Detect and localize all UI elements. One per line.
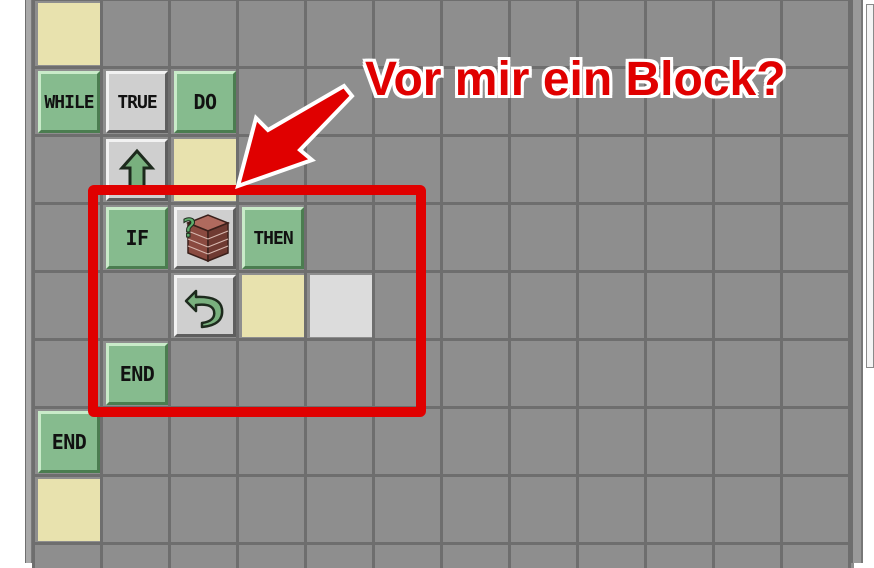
while-block[interactable]: WHILE [38,71,100,133]
end-while-block[interactable]: END [38,411,100,473]
selected-slot[interactable] [310,275,372,337]
code-grid[interactable] [32,0,854,568]
if-label: IF [125,226,149,250]
end-while-label: END [51,430,87,454]
do-block[interactable]: DO [174,71,236,133]
empty-slot[interactable] [38,3,100,65]
grid-right-edge [850,0,861,563]
true-block[interactable]: TRUE [106,71,168,133]
then-block[interactable]: THEN [242,207,304,269]
annotation-text: Vor mir ein Block? [365,53,786,106]
window-left-border [25,0,32,563]
end-if-block[interactable]: END [106,343,168,405]
then-label: THEN [253,227,293,249]
empty-slot[interactable] [242,275,304,337]
end-if-label: END [119,362,155,386]
block-ahead-condition[interactable]: ? [174,207,236,269]
if-block[interactable]: IF [106,207,168,269]
turn-left-arrow-icon [182,283,228,329]
highlight-box [88,185,426,417]
true-label: TRUE [117,91,157,113]
turn-left-block[interactable] [174,275,236,337]
brick-block-question-icon: ? [178,211,232,265]
while-label: WHILE [44,91,94,113]
do-label: DO [193,90,217,114]
svg-text:?: ? [181,214,196,244]
window-left-margin [0,0,25,563]
empty-slot[interactable] [38,479,100,541]
